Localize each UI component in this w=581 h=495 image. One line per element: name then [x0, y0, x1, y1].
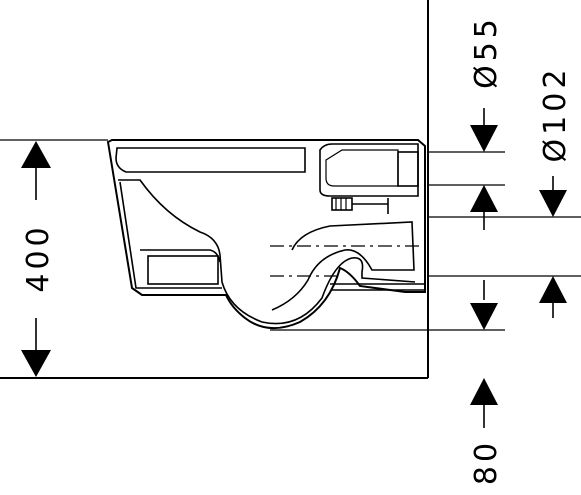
connection-housing — [319, 143, 419, 197]
dimension-height: 400 — [21, 141, 56, 377]
height-label: 400 — [21, 223, 56, 292]
outlet-bore-label: Ø102 — [538, 66, 573, 163]
bowl-channel — [147, 255, 219, 285]
outlet-diameter-label: Ø55 — [469, 15, 504, 89]
dimension-outlet-bore: Ø102 — [538, 66, 573, 318]
trap-inner — [271, 221, 415, 311]
rear-base — [330, 283, 425, 291]
dimension-floor-offset: 80 — [469, 378, 504, 485]
wall-and-floor — [0, 0, 429, 379]
floor-offset-label: 80 — [469, 439, 504, 485]
bowl-lower-inner — [140, 249, 221, 263]
bowl-inner-surface — [118, 179, 416, 325]
inlet-fitting — [397, 151, 419, 187]
toilet-bowl — [106, 139, 426, 329]
connection-inner — [325, 149, 399, 187]
fixing-bolt — [331, 197, 389, 214]
bowl-front-wall — [119, 181, 222, 289]
extension-lines — [0, 139, 581, 331]
rim-inner — [115, 147, 306, 173]
dimension-outlet-diameter: Ø55 — [469, 15, 504, 230]
bowl-outer-shell — [106, 139, 426, 329]
dimension-outlet-height — [470, 280, 498, 330]
